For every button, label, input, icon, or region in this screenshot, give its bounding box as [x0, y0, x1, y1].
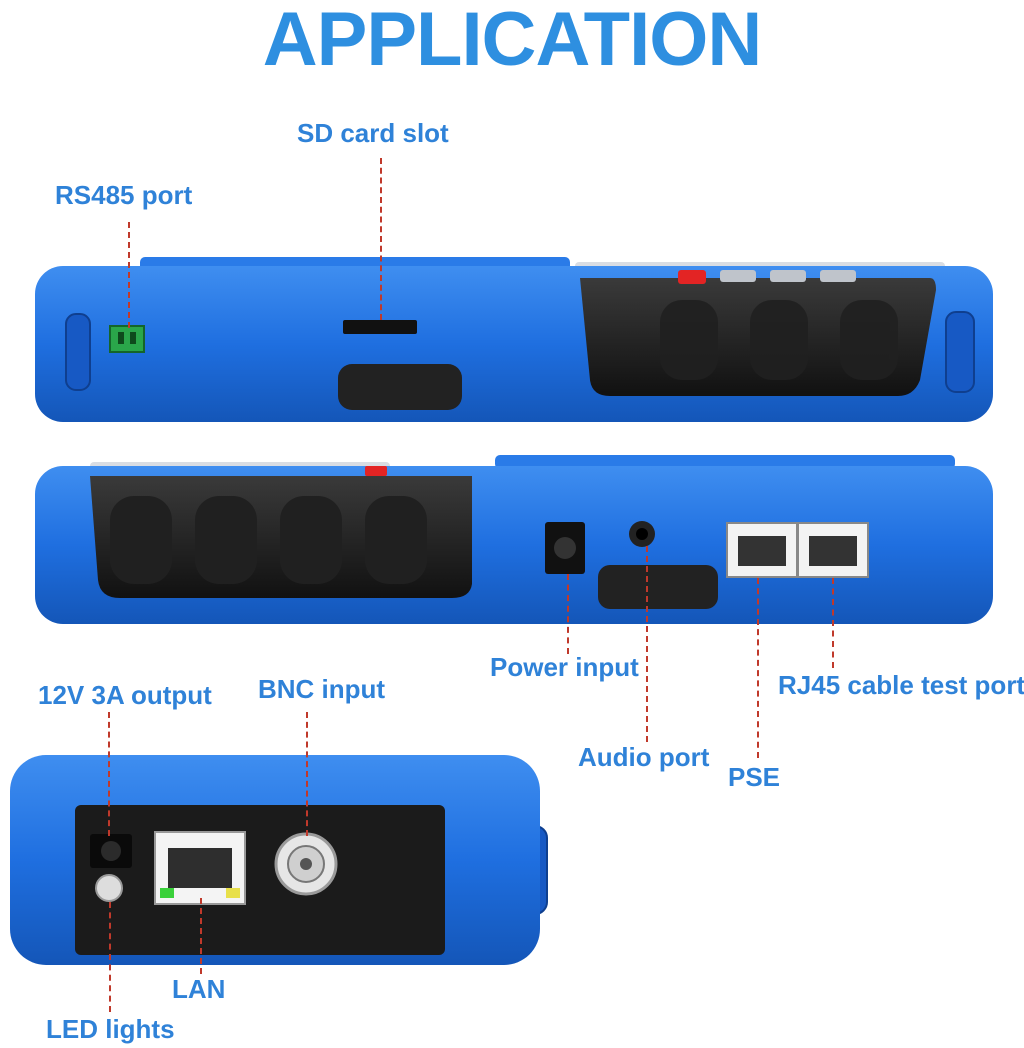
side-grip-ridges — [110, 496, 427, 584]
led-indicator — [95, 874, 123, 902]
device-end-view — [10, 755, 548, 965]
pse-leader — [757, 578, 759, 758]
audio-port-label: Audio port — [578, 742, 710, 772]
rj45-cable-test-port-label: RJ45 cable test port — [778, 670, 1024, 700]
end-panel — [75, 805, 445, 955]
sd-card-slot-label: SD card slot — [297, 118, 449, 148]
led-lights-label: LED lights — [46, 1014, 175, 1044]
audio-leader — [646, 546, 648, 742]
rs485-port-label: RS485 port — [55, 180, 193, 210]
page-title: APPLICATION — [262, 0, 762, 82]
bnc-input-label: BNC input — [258, 674, 386, 704]
device-top-view — [35, 257, 993, 422]
bnc-leader — [306, 712, 308, 836]
left-strap-loop — [65, 313, 91, 391]
output-12v-3a-label: 12V 3A output — [38, 680, 212, 710]
right-strap-loop — [945, 311, 975, 393]
lan-label: LAN — [172, 974, 226, 1004]
rs485-leader — [128, 222, 130, 328]
power-input-label: Power input — [490, 652, 639, 682]
led-leader — [109, 902, 111, 1012]
rj45-leader — [832, 578, 834, 668]
out12v-leader — [108, 712, 110, 836]
lan-leader — [200, 898, 202, 974]
top-rubber-cover — [338, 364, 462, 410]
grip-ridges — [660, 300, 898, 380]
power-leader — [567, 574, 569, 654]
red-key — [678, 270, 706, 284]
device-side-view — [35, 455, 993, 624]
side-rubber-cover — [598, 565, 718, 609]
sd-slot — [343, 320, 417, 334]
pse-label: PSE — [728, 762, 781, 792]
sd-leader — [380, 158, 382, 320]
rs485-terminal — [109, 325, 145, 353]
